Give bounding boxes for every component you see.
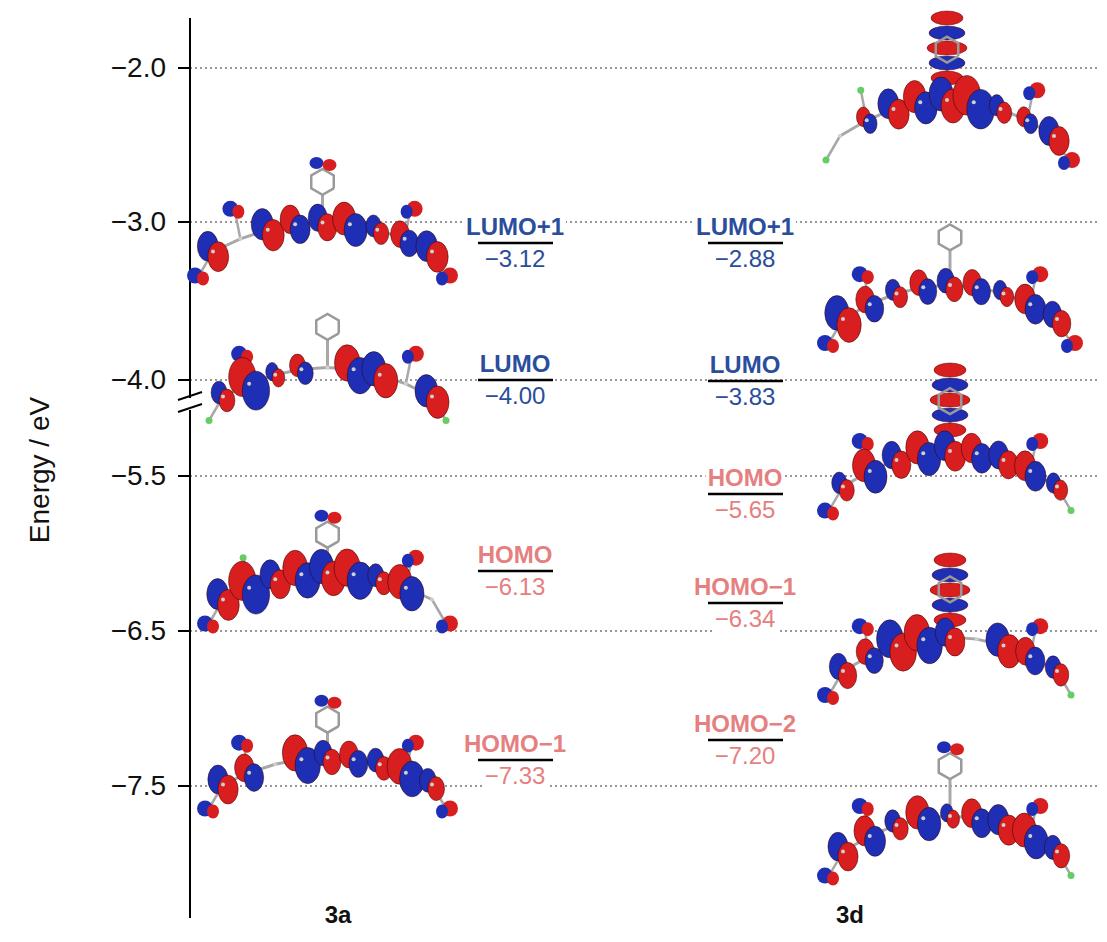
orbital-name: LUMO <box>708 352 783 378</box>
energy-level-bar <box>708 602 783 605</box>
orbital-isosurface <box>197 695 458 819</box>
orbital-isosurface <box>817 741 1075 885</box>
grid-line <box>190 785 1100 787</box>
axis-tick-label: −5.5 <box>109 461 168 491</box>
orbital-energy: −3.12 <box>483 246 548 272</box>
grid-line <box>190 630 1100 632</box>
axis-tick-label: −3.0 <box>109 207 168 237</box>
orbital-energy: −4.00 <box>483 383 548 409</box>
axis-tick-label: −6.5 <box>109 616 168 646</box>
orbital-isosurface <box>823 11 1081 170</box>
grid-lines <box>190 68 1100 786</box>
orbital-name: HOMO <box>706 465 785 491</box>
orbital-isosurface <box>817 363 1075 521</box>
energy-level-bar <box>708 380 783 383</box>
axis-tick <box>178 785 190 787</box>
orbital-name: HOMO−1 <box>462 731 568 757</box>
orbital-isosurface <box>197 510 458 634</box>
orbital-isosurface <box>817 553 1075 705</box>
axis-break <box>178 404 202 412</box>
orbital-name: HOMO−2 <box>692 711 798 737</box>
orbital-name: HOMO−1 <box>692 574 798 600</box>
energy-levels <box>478 243 783 760</box>
axis-tick-label: −4.0 <box>109 365 168 395</box>
axis-tick <box>178 475 190 477</box>
orbital-isosurface <box>817 224 1083 353</box>
orbital-name: LUMO <box>478 351 553 377</box>
axis-line <box>189 410 191 918</box>
orbital-name: LUMO+1 <box>464 214 566 240</box>
energy-level-bar <box>478 242 553 245</box>
orbital-energy: −7.20 <box>713 743 778 769</box>
grid-line <box>190 475 1100 477</box>
axis-line <box>189 18 191 398</box>
orbital-energy: −2.88 <box>713 246 778 272</box>
axis-tick-label: −7.5 <box>109 771 168 801</box>
orbital-isosurface <box>187 157 458 286</box>
axis-tick <box>178 379 190 381</box>
energy-level-bar <box>708 493 783 496</box>
energy-axis <box>178 18 202 918</box>
orbital-isosurface <box>206 314 450 424</box>
compound-label: 3d <box>834 902 866 928</box>
axis-tick <box>178 221 190 223</box>
orbital-name: LUMO+1 <box>694 214 796 240</box>
energy-level-bar <box>708 242 783 245</box>
grid-line <box>190 67 1100 69</box>
axis-tick-label: −2.0 <box>109 53 168 83</box>
axis-tick <box>178 67 190 69</box>
orbital-energy: −6.34 <box>713 606 778 632</box>
orbital-energy: −6.13 <box>483 574 548 600</box>
orbital-energy: −5.65 <box>713 497 778 523</box>
axis-title: Energy / eV <box>25 395 55 545</box>
energy-level-bar <box>478 379 553 382</box>
compound-label: 3a <box>323 902 354 928</box>
orbital-energy: −7.33 <box>483 763 548 789</box>
orbital-name: HOMO <box>476 542 555 568</box>
energy-level-bar <box>708 739 783 742</box>
axis-tick <box>178 630 190 632</box>
axis-break <box>178 392 202 400</box>
orbital-energy: −3.83 <box>713 384 778 410</box>
energy-level-bar <box>478 570 553 573</box>
energy-level-bar <box>478 759 553 762</box>
